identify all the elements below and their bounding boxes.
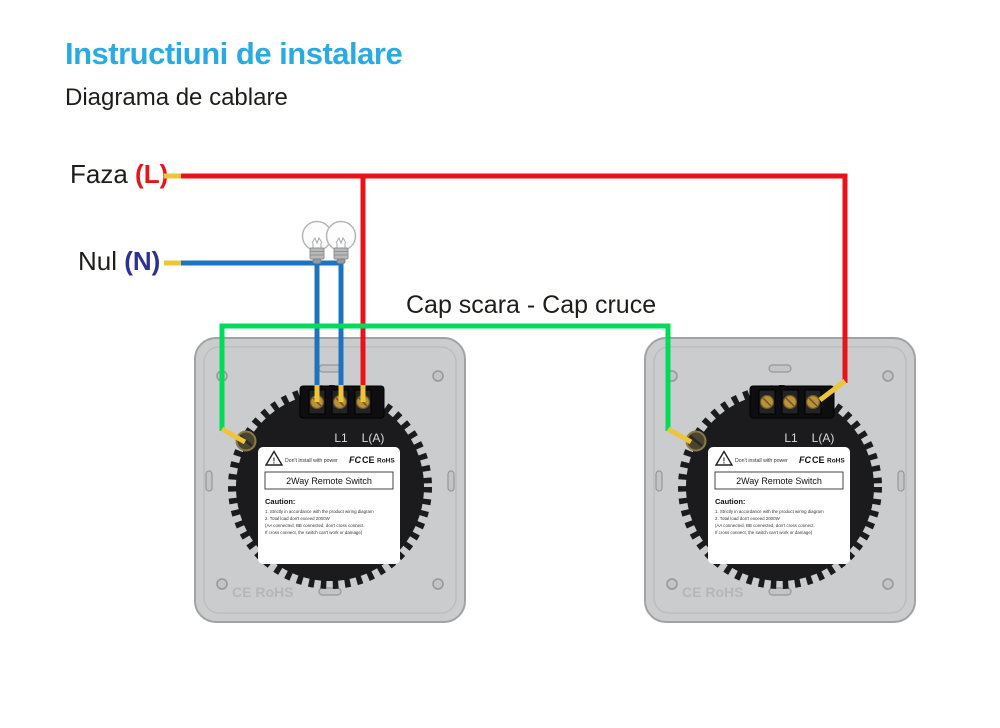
bulb-right <box>325 220 357 265</box>
page-subtitle: Diagrama de cablare <box>65 84 288 111</box>
traveler-wire <box>219 323 693 445</box>
wire-tip <box>220 426 247 445</box>
phase-mark: (L) <box>135 159 169 189</box>
neutral-mark: (N) <box>124 246 161 276</box>
wire-tip <box>818 379 847 402</box>
traveler-run <box>219 323 671 431</box>
wire-tip <box>666 426 693 445</box>
phase-wire <box>164 173 848 402</box>
neutral-label: Nul (N) <box>78 246 160 277</box>
bulb-left <box>301 220 333 265</box>
switch-left <box>195 338 465 622</box>
traveler-label: Cap scara - Cap cruce <box>406 291 657 319</box>
phase-name: Faza <box>70 159 128 189</box>
phase-label: Faza (L) <box>70 159 168 190</box>
switch-right <box>645 338 915 622</box>
page-title: Instructiuni de instalare <box>65 36 403 71</box>
neutral-name: Nul <box>78 246 118 276</box>
phase-main-run <box>181 173 848 383</box>
